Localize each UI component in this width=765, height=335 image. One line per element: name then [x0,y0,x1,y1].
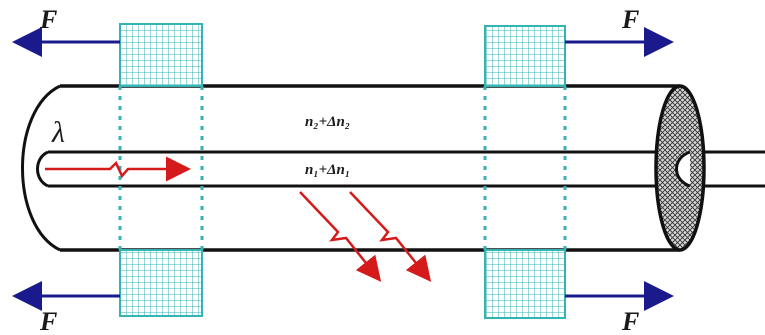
right-clamp [483,25,567,319]
grid-clamp-icon [119,23,203,87]
leaking-ray-2 [349,191,432,282]
core-index-label: n₁+Δn₁ [305,162,350,178]
force-label-top-left: F [39,5,57,34]
grid-clamp-icon [119,249,203,317]
guided-ray [45,156,191,182]
fiber-core [36,150,765,188]
crosshatch-endface-icon [654,84,706,252]
force-label-bottom-left: F [39,307,57,335]
cladding-index-label: n₂+Δn₂ [305,114,350,130]
force-arrows [11,27,674,311]
grid-clamp-icon [484,249,566,319]
grid-clamp-icon [484,25,566,87]
force-label-bottom-right: F [621,307,639,335]
light-rays [45,156,432,282]
leaking-ray-1 [299,191,382,282]
left-clamp [118,23,204,317]
wavelength-label: λ [51,116,65,149]
force-label-top-right: F [621,5,639,34]
